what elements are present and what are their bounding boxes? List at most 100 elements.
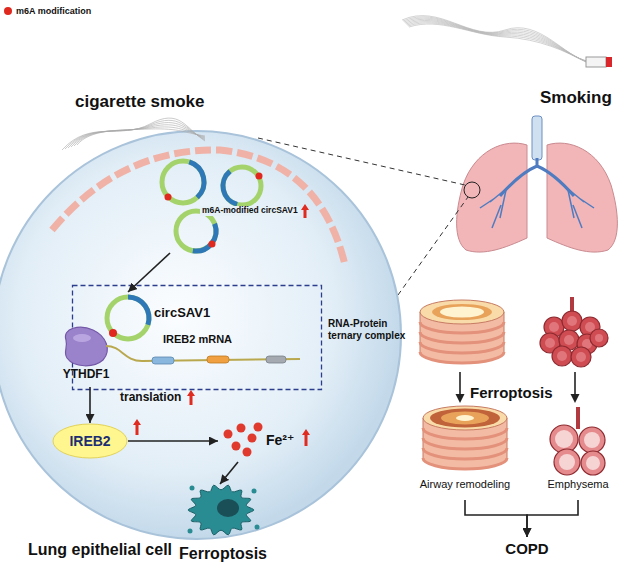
alveolus-space [559,454,575,470]
iron-ion [224,430,233,439]
complex-outline [73,286,322,390]
alveolus-space [545,338,555,348]
cartilage-ring [423,448,507,459]
m6a-dot [209,241,216,248]
label-holder: cigarette smoke [75,92,204,112]
node-drawing [224,423,263,457]
alveolus [571,347,591,367]
node-drawing [550,407,605,475]
connector-arrow [527,500,578,537]
ferroptotic-cell [188,485,254,535]
circrna-segment [188,160,206,200]
smoke-wisp [68,123,205,148]
cartilage-ring [420,352,504,363]
airway-lumen [456,415,474,421]
smoke-wisp [77,129,205,145]
connector-arrow [220,462,238,484]
alveoli-icon: Emphysema [533,405,623,500]
cigarette-ember [606,57,612,67]
cartilage-ring [420,332,504,343]
smoke-wisp [404,18,588,62]
legend-swatch [4,7,12,15]
mrna-segment [152,357,174,364]
iron-ion [254,423,263,432]
connector-arrow [465,500,527,537]
circrna-name: circSAV1 [154,306,210,321]
alveolus [552,346,572,366]
alveolus-space [557,351,567,361]
airway-mucosa [441,412,489,425]
process-label: translation [120,391,181,405]
ferroptotic-cell: Ferroptosis [178,484,270,568]
iron-ion [237,424,246,433]
cell-debris [252,489,257,494]
exposure-label: cigarette smoke [75,92,204,112]
protein-shape: YTHDF1 [55,325,117,387]
iron-ions: Fe²⁺ [218,420,318,462]
increase-arrow [302,429,310,446]
node-drawing [188,485,260,535]
disease-label: COPD [505,540,548,557]
alveolus [554,449,580,475]
progression-arrow [574,372,576,395]
smoke-wisp [409,24,588,63]
alveolus-space [576,352,586,362]
m6a-dot [109,329,117,337]
condition-label: Emphysema [547,478,608,491]
circrna-label: m6A-modified circSAV1 [200,206,300,216]
airway-mucosa [430,409,500,428]
ythdf1-protein [65,327,107,366]
alveolus-space [595,334,603,342]
mrna-label: IREB2 mRNA [163,333,232,346]
mrna-segment [207,356,229,363]
increase-arrow [187,390,195,405]
smoke-wisp [405,19,588,62]
iron-ion [248,434,257,443]
cartilage-ring [423,458,507,469]
node-drawing [107,295,151,340]
bronchus [500,158,574,196]
legend-row: m6A modification [4,6,91,16]
alveolus-space [549,322,559,332]
cell-label: Lung epithelial cell [28,541,172,559]
cell-nucleus [217,499,239,517]
outcome-label: Ferroptosis [179,545,267,563]
zoom-line [398,197,468,295]
smoke-wisp [408,23,588,63]
increase-arrow [301,204,309,218]
cartilage-ring [423,438,507,449]
airway-icon: Airway remodeling [410,405,520,500]
connector-arrow [89,387,91,423]
cell-debris [188,529,193,534]
nucleus-membrane [52,150,345,265]
disease-node: COPD [496,537,558,561]
circrna-segment [221,169,238,206]
circrna-segment [192,223,218,254]
smoke-wisp [407,22,588,63]
label-holder: Ferroptosis [470,384,553,401]
cell-debris [190,486,195,491]
circrna-ring [176,211,216,251]
airway-lumen [440,307,484,318]
airway-mucosa [432,304,492,320]
smoke-wisp [403,17,588,61]
label-holder: Smoking [540,88,612,108]
increase-arrow [133,419,141,435]
process-label: Ferroptosis [470,384,553,401]
cartilage-ring [420,342,504,353]
alveolus-space [586,456,600,470]
alveolus-space [567,316,577,326]
bronchiole [576,407,580,429]
m6a-dot [165,194,172,201]
iron-ion [232,442,241,451]
progression-arrow [459,372,461,395]
progression-arrowhead [571,394,580,403]
smoke-wisp [406,20,588,62]
bronchiole [480,184,594,228]
node-drawing [423,406,507,469]
